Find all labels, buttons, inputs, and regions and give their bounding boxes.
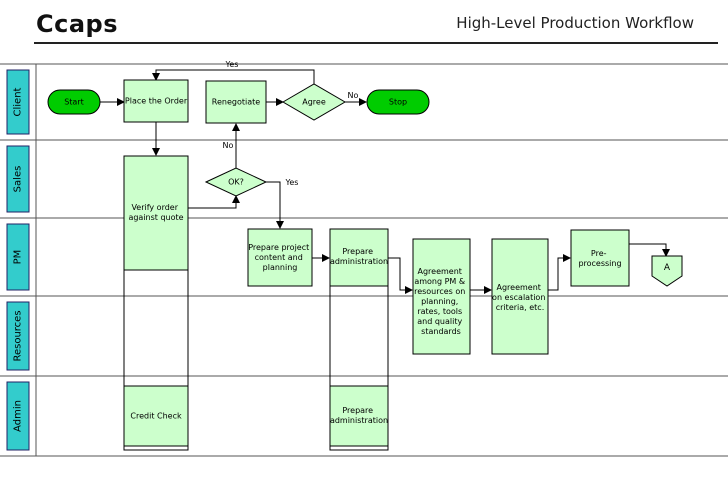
edge-label-yes-loop: Yes xyxy=(225,60,239,69)
svg-text:Prepare project content: Prepare project content and planning xyxy=(248,243,312,272)
agree-decision: Agree xyxy=(282,83,346,121)
svg-text:Place the Order: Place the Order xyxy=(125,97,188,106)
svg-text:Agreement on escalation: Agreement on escalation criteria, etc. xyxy=(492,283,548,312)
edge-agree-yes-loop xyxy=(152,69,315,84)
offpage-connector-a: A xyxy=(651,255,683,287)
edge-admin-to-agreement xyxy=(388,257,413,294)
stop-terminal: Stop xyxy=(366,89,430,115)
brand-logo: Ccaps xyxy=(36,10,118,38)
verify-order-step: Verify order against quote xyxy=(123,155,189,271)
edge-label-yes-ok: Yes xyxy=(285,178,299,187)
lane-label-client: Client xyxy=(6,69,30,135)
page-title: High-Level Production Workflow xyxy=(456,14,694,32)
lane-label-admin: Admin xyxy=(6,381,30,451)
edge-ok-yes-to-project xyxy=(264,181,284,229)
edges xyxy=(100,69,670,294)
svg-text:Stop: Stop xyxy=(389,98,407,107)
lane-label-pm: PM xyxy=(6,223,30,291)
place-order-step: Place the Order xyxy=(123,79,189,123)
svg-text:Start: Start xyxy=(64,98,84,107)
prepare-project-step: Prepare project content and planning xyxy=(247,228,313,287)
preprocessing-step: Pre- processing xyxy=(570,229,630,287)
lane-label-text: PM xyxy=(13,250,24,265)
edge-escalation-to-preprocess xyxy=(548,254,571,291)
lane-label-text: Client xyxy=(13,87,24,116)
start-terminal: Start xyxy=(47,89,101,115)
edge-label-no-agree: No xyxy=(348,91,359,100)
renegotiate-step: Renegotiate xyxy=(205,80,267,124)
svg-text:Prepare administration: Prepare administration xyxy=(330,247,388,266)
lane-label-text: Admin xyxy=(13,400,24,432)
agreement-escalation-step: Agreement on escalation criteria, etc. xyxy=(491,238,549,355)
svg-text:Verify order against quo: Verify order against quote xyxy=(128,203,183,222)
lane-label-text: Sales xyxy=(13,166,24,193)
lane-label-text: Resources xyxy=(13,310,24,361)
edge-verify-to-ok xyxy=(188,195,240,209)
lane-label-resources: Resources xyxy=(6,301,30,371)
svg-text:Agreement among PM &: Agreement among PM & resources on planni… xyxy=(414,267,468,336)
prepare-administration-admin-step: Prepare administration xyxy=(329,385,389,447)
lane-label-sales: Sales xyxy=(6,145,30,213)
svg-text:Prepare administration: Prepare administration xyxy=(330,406,388,425)
swimlane-grid xyxy=(0,63,728,457)
edge-label-no-ok: No xyxy=(223,141,234,150)
svg-text:Pre- processing: Pre- processing xyxy=(578,249,621,268)
credit-check-step: Credit Check xyxy=(123,385,189,447)
svg-text:Renegotiate: Renegotiate xyxy=(212,98,260,107)
svg-text:Agree: Agree xyxy=(302,98,326,107)
svg-text:A: A xyxy=(664,263,671,273)
edge-preprocess-to-connector xyxy=(629,243,670,257)
header-divider xyxy=(34,42,718,44)
prepare-administration-pm-step: Prepare administration xyxy=(329,228,389,287)
agreement-planning-step: Agreement among PM & resources on planni… xyxy=(412,238,471,355)
svg-text:OK?: OK? xyxy=(228,178,244,187)
ok-decision: OK? xyxy=(204,167,268,197)
svg-text:Credit Check: Credit Check xyxy=(130,412,182,421)
